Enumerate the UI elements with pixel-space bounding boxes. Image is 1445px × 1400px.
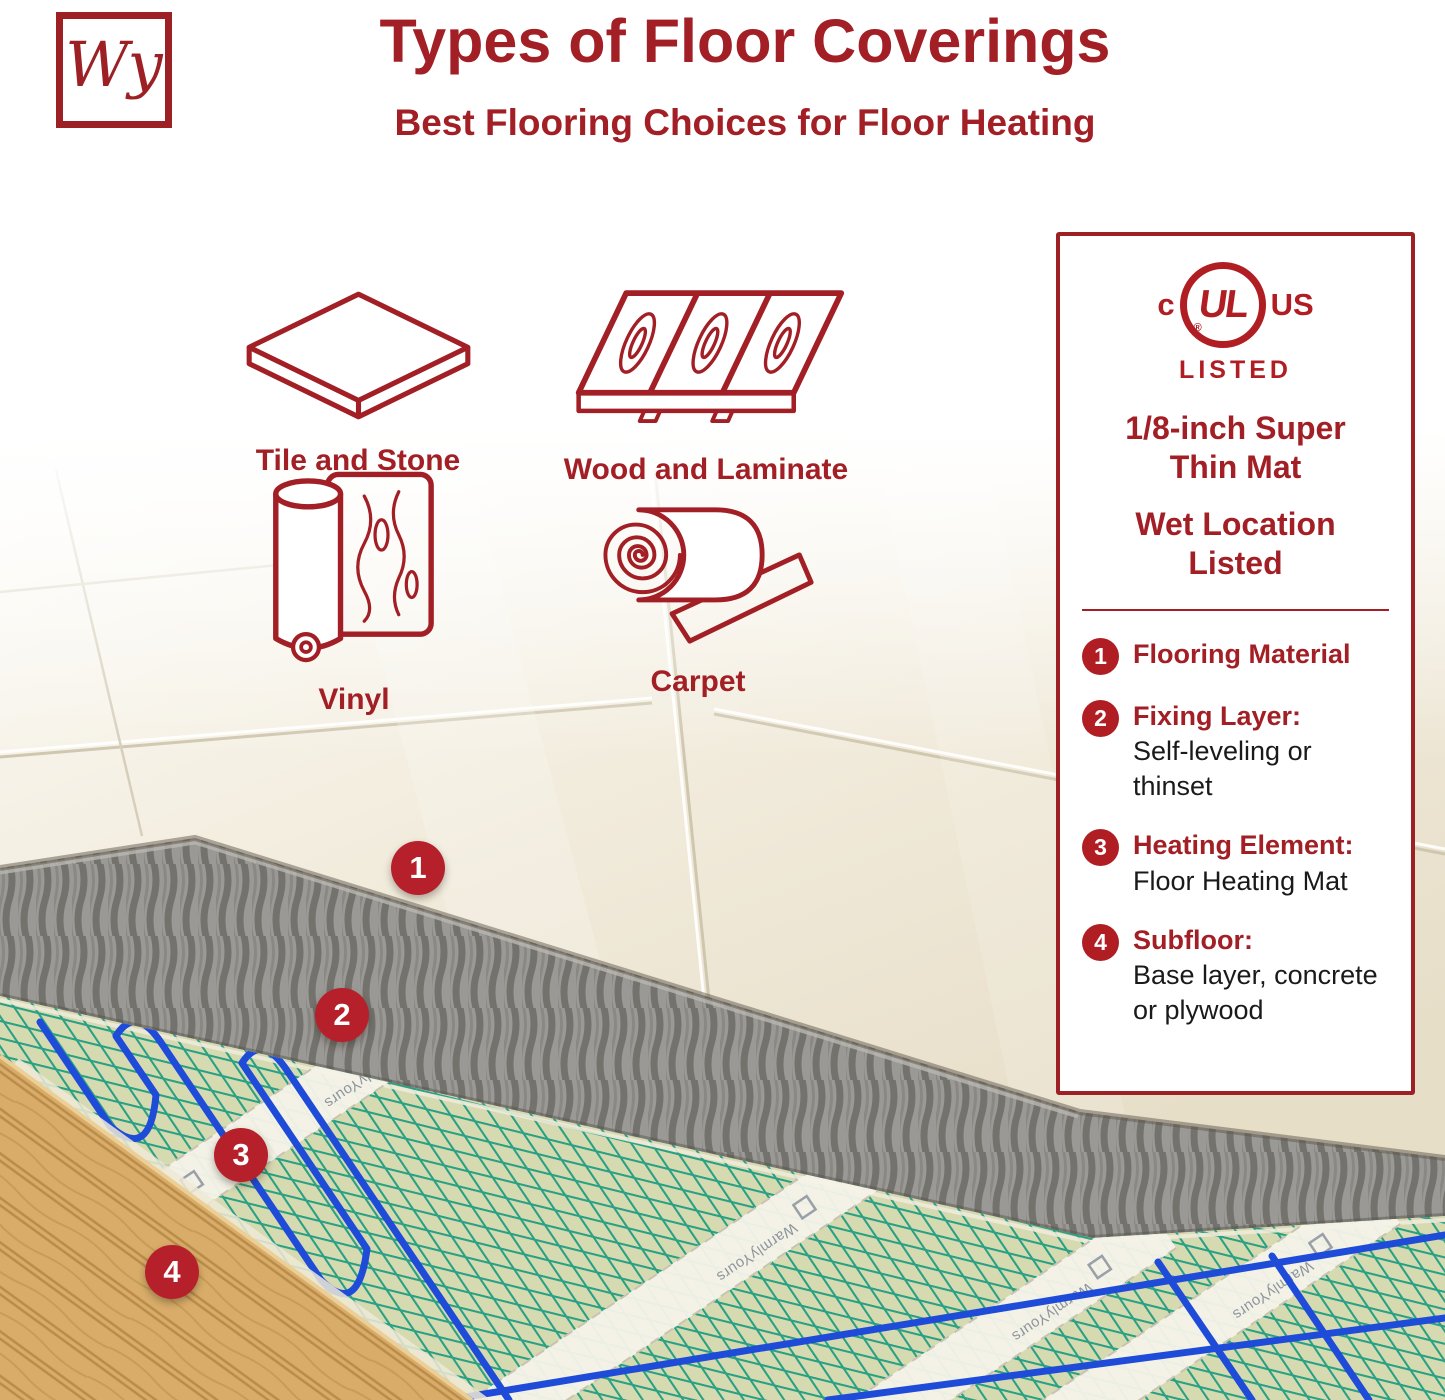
tile-icon: [246, 291, 470, 420]
flooring-type-carpet: Carpet: [578, 496, 818, 699]
ul-certification-mark: c UL ® US: [1157, 262, 1314, 348]
wet-location-line: Listed: [1188, 545, 1283, 582]
wy-logo-mark: [1086, 1254, 1113, 1280]
legend-desc: Floor Heating Mat: [1133, 865, 1348, 896]
flooring-type-label: Wood and Laminate: [563, 453, 849, 486]
warmlyyours-logo: Wy: [56, 12, 172, 128]
vinyl-roll-icon: [273, 471, 434, 663]
legend-item: 3 Heating Element: Floor Heating Mat: [1082, 828, 1389, 898]
product-info-panel: c UL ® US LISTED 1/8-inch Super Thin Mat…: [1056, 232, 1415, 1095]
logo-monogram: Wy: [65, 28, 163, 101]
layer-callout-2: 2: [315, 988, 369, 1042]
thinset-layer: [0, 838, 1445, 1238]
wet-location-label: Wet Location Listed: [1135, 505, 1335, 583]
legend-text: Fixing Layer: Self-leveling or thinset: [1133, 699, 1389, 804]
ul-us-label: US: [1270, 287, 1314, 322]
wet-location-line: Wet Location: [1135, 506, 1336, 543]
flooring-type-vinyl: Vinyl: [264, 468, 444, 717]
layer-callout-1: 1: [391, 841, 445, 895]
wy-logo-mark: [791, 1194, 818, 1221]
product-name-line: Thin Mat: [1169, 449, 1302, 486]
flooring-type-wood: Wood and Laminate: [556, 284, 856, 487]
legend-desc: Base layer, concrete or plywood: [1133, 959, 1378, 1025]
ul-circle-logo: UL ®: [1179, 262, 1266, 348]
carpet-roll-icon: [603, 507, 814, 644]
subfloor-edge-highlight: [0, 1054, 474, 1400]
ul-c-label: c: [1157, 287, 1175, 322]
legend-item: 4 Subfloor: Base layer, concrete or plyw…: [1082, 923, 1389, 1028]
legend-item: 1 Flooring Material: [1082, 637, 1389, 676]
legend-title: Flooring Material: [1133, 639, 1351, 670]
legend-text: Subfloor: Base layer, concrete or plywoo…: [1133, 923, 1389, 1028]
tile-edge-shadow: [0, 834, 1445, 1161]
mat-selvage-edge: [13, 1058, 489, 1400]
flooring-type-label: Tile and Stone: [255, 444, 461, 477]
flooring-type-label: Vinyl: [318, 683, 390, 716]
legend-title: Subfloor:: [1133, 924, 1253, 955]
layer-legend: 1 Flooring Material 2 Fixing Layer: Self…: [1082, 613, 1389, 1028]
product-name-line: 1/8-inch Super: [1125, 410, 1346, 446]
legend-desc: Self-leveling or thinset: [1133, 736, 1312, 802]
panel-divider: [1082, 609, 1389, 612]
ul-letters: UL: [1195, 283, 1250, 326]
layer-callout-3: 3: [214, 1128, 268, 1182]
legend-number-badge: 2: [1082, 700, 1119, 738]
legend-title: Fixing Layer:: [1133, 701, 1302, 732]
ul-listed-label: LISTED: [1179, 356, 1292, 384]
legend-number-badge: 3: [1082, 829, 1119, 867]
thinset-top-highlight: [0, 839, 1079, 1119]
page-subtitle: Best Flooring Choices for Floor Heating: [394, 102, 1096, 143]
legend-text: Heating Element: Floor Heating Mat: [1133, 828, 1354, 898]
registered-symbol: ®: [1193, 322, 1202, 334]
flooring-type-tile: Tile and Stone: [238, 288, 478, 478]
page-title: Types of Floor Coverings: [379, 7, 1111, 75]
legend-title: Heating Element:: [1133, 830, 1354, 861]
wood-laminate-icon: [575, 290, 845, 424]
legend-text: Flooring Material: [1133, 637, 1351, 672]
layer-callout-4: 4: [145, 1245, 199, 1299]
legend-number-badge: 4: [1082, 923, 1119, 961]
legend-number-badge: 1: [1082, 638, 1119, 676]
product-name: 1/8-inch Super Thin Mat: [1125, 409, 1346, 487]
flooring-type-label: Carpet: [650, 665, 746, 698]
legend-item: 2 Fixing Layer: Self-leveling or thinset: [1082, 699, 1389, 804]
